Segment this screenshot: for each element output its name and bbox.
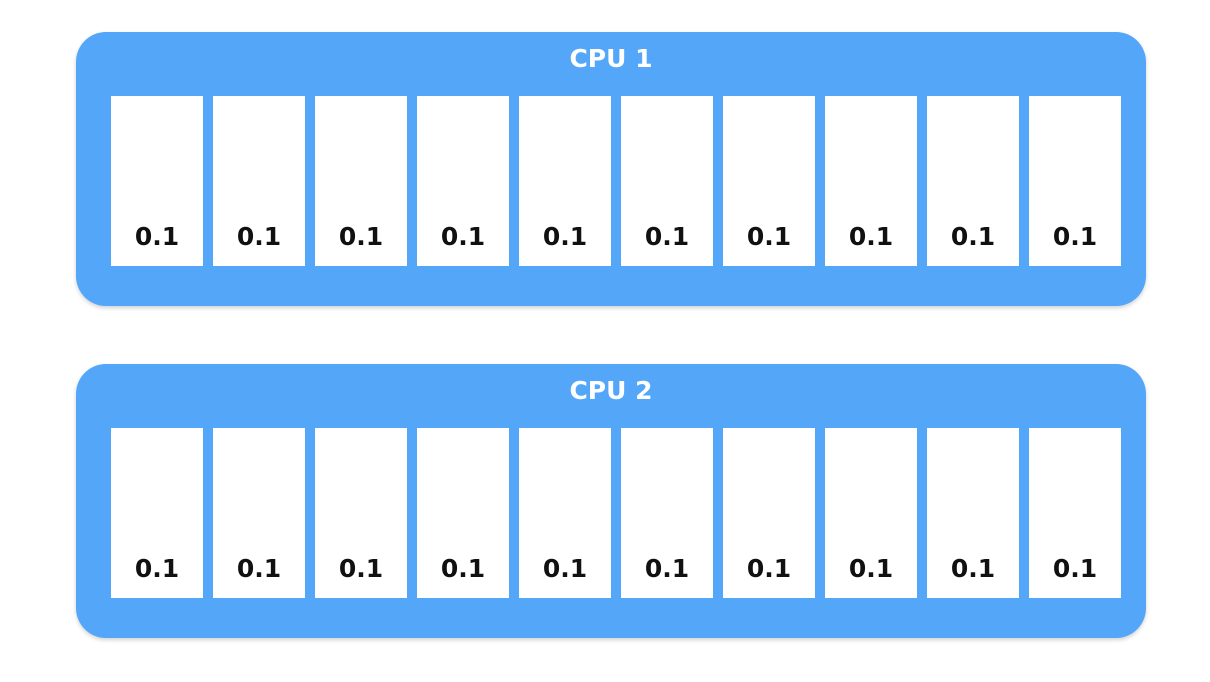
cpu-1-slot: 0.1 — [1029, 96, 1121, 266]
cpu-1-slot: 0.1 — [111, 96, 203, 266]
slot-value: 0.1 — [236, 554, 282, 583]
cpu-2-slot: 0.1 — [621, 428, 713, 598]
cpu-2-slot: 0.1 — [213, 428, 305, 598]
cpu-2-slot: 0.1 — [417, 428, 509, 598]
cpu-2-title: CPU 2 — [569, 376, 653, 405]
cpu-1-slot: 0.1 — [825, 96, 917, 266]
slot-value: 0.1 — [338, 222, 384, 251]
cpu-1-slot-row: 0.1 0.1 0.1 0.1 0.1 0.1 0.1 0.1 0.1 0.1 — [111, 96, 1121, 266]
slot-value: 0.1 — [644, 554, 690, 583]
cpu-1-title: CPU 1 — [569, 44, 653, 73]
slot-value: 0.1 — [848, 554, 894, 583]
cpu-2-slot: 0.1 — [927, 428, 1019, 598]
slot-value: 0.1 — [338, 554, 384, 583]
cpu-1-slot: 0.1 — [621, 96, 713, 266]
cpu-1-slot: 0.1 — [417, 96, 509, 266]
cpu-1-slot: 0.1 — [315, 96, 407, 266]
cpu-1-panel: CPU 1 0.1 0.1 0.1 0.1 0.1 0.1 0.1 0.1 0.… — [76, 32, 1146, 306]
slot-value: 0.1 — [1052, 222, 1098, 251]
slot-value: 0.1 — [746, 222, 792, 251]
slot-value: 0.1 — [440, 554, 486, 583]
slot-value: 0.1 — [746, 554, 792, 583]
slot-value: 0.1 — [134, 554, 180, 583]
slot-value: 0.1 — [542, 554, 588, 583]
slot-value: 0.1 — [950, 222, 996, 251]
slot-value: 0.1 — [848, 222, 894, 251]
cpu-1-slot: 0.1 — [213, 96, 305, 266]
cpu-2-slot: 0.1 — [723, 428, 815, 598]
cpu-1-slot: 0.1 — [723, 96, 815, 266]
cpu-2-slot: 0.1 — [825, 428, 917, 598]
slot-value: 0.1 — [644, 222, 690, 251]
cpu-2-slot-row: 0.1 0.1 0.1 0.1 0.1 0.1 0.1 0.1 0.1 0.1 — [111, 428, 1121, 598]
slot-value: 0.1 — [134, 222, 180, 251]
slot-value: 0.1 — [440, 222, 486, 251]
cpu-2-panel: CPU 2 0.1 0.1 0.1 0.1 0.1 0.1 0.1 0.1 0.… — [76, 364, 1146, 638]
cpu-2-slot: 0.1 — [1029, 428, 1121, 598]
slot-value: 0.1 — [1052, 554, 1098, 583]
cpu-1-slot: 0.1 — [927, 96, 1019, 266]
cpu-2-slot: 0.1 — [111, 428, 203, 598]
cpu-1-slot: 0.1 — [519, 96, 611, 266]
cpu-2-slot: 0.1 — [315, 428, 407, 598]
slot-value: 0.1 — [236, 222, 282, 251]
slot-value: 0.1 — [950, 554, 996, 583]
slot-value: 0.1 — [542, 222, 588, 251]
cpu-2-slot: 0.1 — [519, 428, 611, 598]
